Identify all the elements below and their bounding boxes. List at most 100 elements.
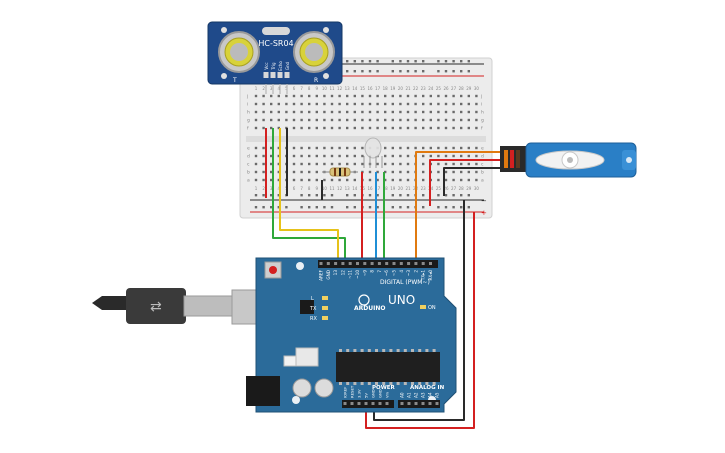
digital-pin[interactable] [334,262,338,265]
column-label: 1 [255,86,258,91]
row-label: c [247,163,250,168]
digital-pin[interactable] [377,262,381,265]
digital-pin-label: ~5 [392,270,397,277]
column-label: 4 [278,86,281,91]
column-label: 21 [405,186,411,191]
digital-label: DIGITAL (PWM~) [380,279,430,286]
digital-pin[interactable] [326,262,330,265]
column-label: 9 [316,186,319,191]
usb-cable[interactable]: ⇄ [92,288,263,325]
column-label: 16 [367,186,373,191]
column-label: 12 [337,86,343,91]
sensor-r-mark: R [314,77,318,84]
row-label: h [247,110,250,116]
power-pin[interactable] [378,402,382,405]
row-label: g [247,119,250,124]
rail-minus-bottom: − [481,197,487,205]
column-label: 8 [308,186,311,191]
digital-pin-label: 8 [370,270,375,273]
row-label: d [481,154,484,160]
digital-pin[interactable] [399,262,403,265]
digital-pin[interactable] [348,262,352,265]
led-label-rx: RX [310,316,317,322]
atmega-chip [336,352,440,382]
digital-pin[interactable] [414,262,418,265]
digital-pin[interactable] [341,262,345,265]
digital-pin[interactable] [385,262,389,265]
power-pin[interactable] [350,402,354,405]
digital-pin-label: 4 [399,270,404,273]
digital-pin[interactable] [429,262,432,265]
wire-rail-5v [365,212,475,429]
sensor-t-mark: T [232,77,237,84]
row-label: b [247,170,250,176]
column-label: 11 [329,86,335,91]
power-pin[interactable] [371,402,375,405]
digital-pin-label: ~10 [355,270,360,279]
digital-pin-label: ~11 [348,270,353,279]
column-label: 26 [443,86,449,91]
row-label: e [247,147,250,152]
digital-pin-label: 2 [413,270,418,273]
column-label: 26 [443,186,449,191]
column-label: 23 [421,186,427,191]
column-label: 24 [428,186,434,191]
column-label: 13 [345,86,351,91]
column-label: 10 [322,186,328,191]
power-pin-label: RESET [350,385,355,398]
column-label: 7 [300,186,303,191]
column-label: 7 [300,86,303,91]
column-label: 22 [413,86,419,91]
column-label: 19 [390,86,396,91]
column-label: 6 [293,186,296,191]
analog-pin-label: A4 [428,392,433,398]
column-label: 2 [262,186,265,191]
digital-pin[interactable] [356,262,359,265]
analog-pin[interactable] [414,402,418,405]
power-pin[interactable] [357,402,361,405]
column-label: 25 [436,186,442,191]
wire-sensor-trig [272,128,346,262]
analog-label: ANALOG IN [410,385,445,391]
column-label: 24 [428,86,434,91]
digital-pin-label: AREF [319,269,324,280]
digital-pin[interactable] [421,262,425,265]
analog-pin-label: A2 [414,392,419,398]
power-pin[interactable] [385,402,389,405]
column-label: 29 [466,186,472,191]
digital-pin[interactable] [370,262,374,265]
sensor-pin-label: Trig [271,62,276,71]
power-pin-label: 5V [364,393,369,398]
column-label: 14 [352,186,358,191]
row-label: c [481,163,484,168]
led-label-l: L [311,296,314,302]
analog-pin[interactable] [421,402,425,405]
digital-pin-label: TX▸1 [421,270,426,282]
digital-pin-label: GND [326,270,331,280]
digital-pin[interactable] [319,262,323,265]
servo-motor[interactable] [500,142,637,178]
digital-pin[interactable] [392,262,396,265]
column-label: 28 [459,86,465,91]
analog-pin[interactable] [428,402,432,405]
digital-pin[interactable] [363,262,367,265]
power-pin[interactable] [343,402,347,405]
rgb-led[interactable] [363,137,383,168]
power-pin[interactable] [364,402,368,405]
row-label: e [481,147,484,152]
power-jack[interactable] [246,376,280,406]
sensor-pin [263,72,269,78]
analog-pin[interactable] [407,402,411,405]
sensor-pin [284,72,290,78]
analog-pin[interactable] [435,402,439,405]
sensor-pin [277,72,283,78]
row-label: h [481,110,484,116]
column-label: 18 [383,186,389,191]
digital-pin[interactable] [407,262,411,265]
analog-pin[interactable] [400,402,404,405]
on-label: ON [428,305,436,311]
resistor[interactable] [322,167,358,177]
column-label: 11 [329,186,335,191]
